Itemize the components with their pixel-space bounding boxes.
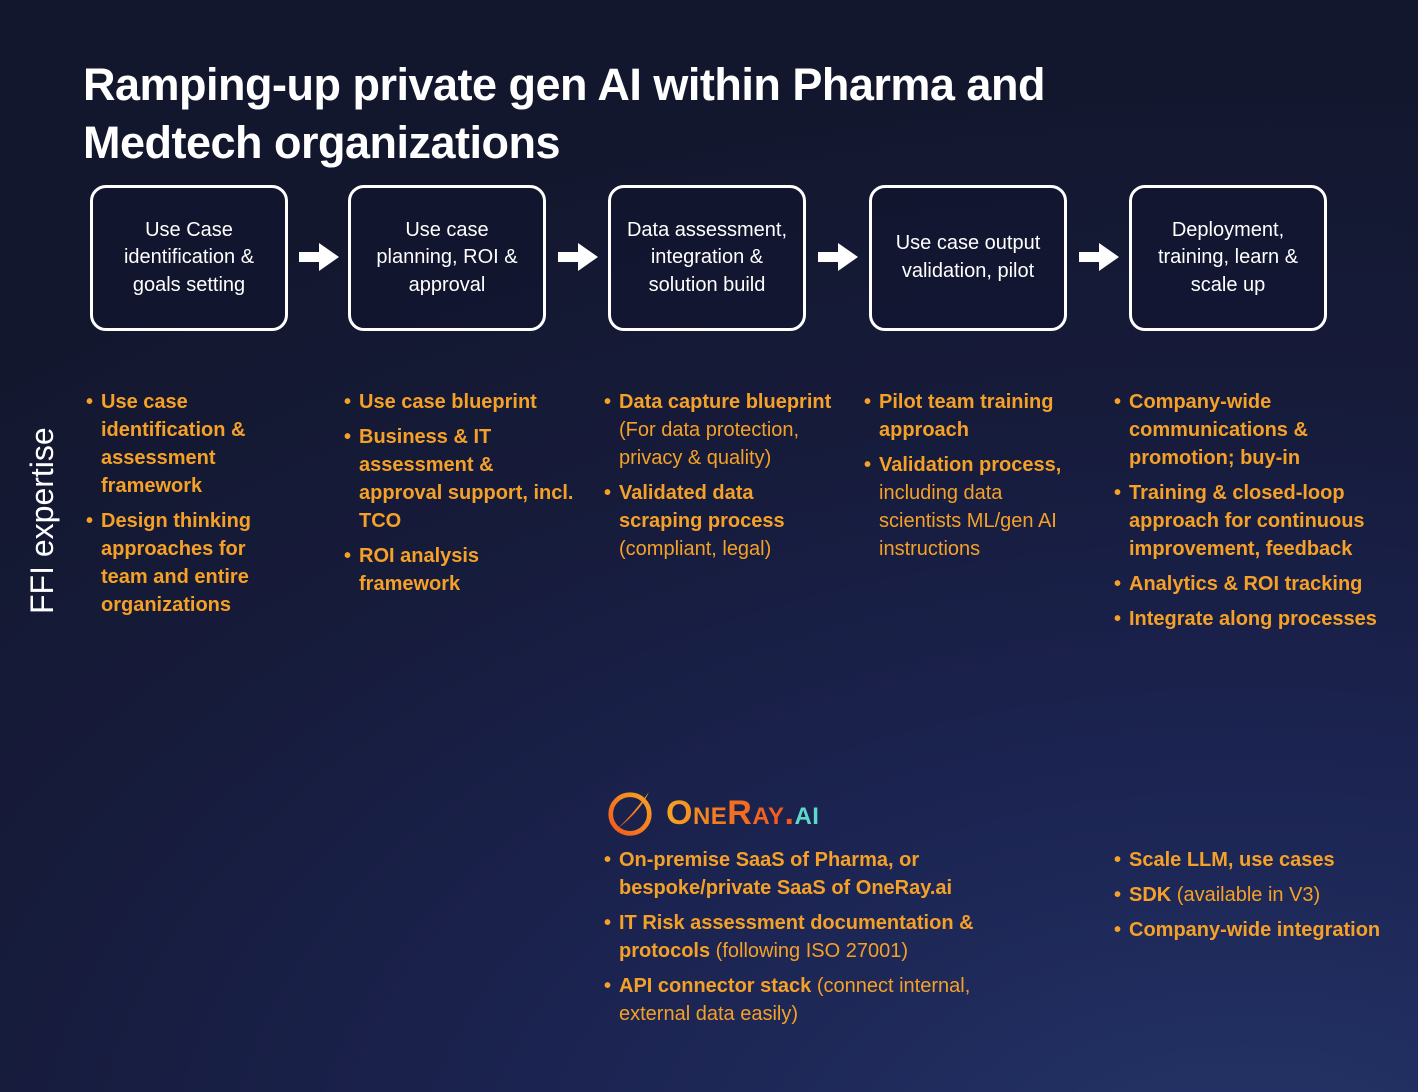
- process-step-label: Use Case identification & goals setting: [123, 218, 255, 296]
- arrow-right-icon: [818, 243, 858, 271]
- bullet-item: API connector stack (connect internal, e…: [604, 972, 976, 1028]
- process-step-label: Data assessment, integration & solution …: [626, 218, 788, 296]
- ffi-expertise-label: FFI expertise: [24, 427, 60, 614]
- arrow-right-icon: [299, 243, 339, 271]
- bullet-list-data-assessment: Data capture blueprint (For data protect…: [604, 388, 832, 570]
- process-step-box-4: Use case output validation, pilot: [869, 185, 1067, 331]
- bullet-item: Validated data scraping process (complia…: [604, 479, 832, 563]
- process-step-box-2: Use case planning, ROI & approval: [348, 185, 546, 331]
- bullet-text: Integrate along processes: [1129, 608, 1377, 630]
- bullet-item: Training & closed-loop approach for cont…: [1114, 479, 1390, 563]
- bullet-text: (compliant, legal): [619, 538, 772, 560]
- bullet-text: Design thinking approaches for team and …: [101, 510, 251, 616]
- bullet-text: Training & closed-loop approach for cont…: [1129, 482, 1365, 560]
- oneray-logo-main: OneRay: [666, 793, 785, 832]
- bullet-list-planning-roi: Use case blueprintBusiness & IT assessme…: [344, 388, 576, 605]
- bullet-text: Company-wide communications & promotion;…: [1129, 391, 1308, 469]
- bullet-item: Analytics & ROI tracking: [1114, 570, 1390, 598]
- process-step-box-1: Use Case identification & goals setting: [90, 185, 288, 331]
- bullet-text: SDK: [1129, 884, 1177, 906]
- bullet-list-deployment: Company-wide communications & promotion;…: [1114, 388, 1390, 640]
- bullet-item: Business & IT assessment & approval supp…: [344, 423, 576, 535]
- bullet-text: Use case blueprint: [359, 391, 537, 413]
- bullet-list-use-case-identification: Use case identification & assessment fra…: [86, 388, 292, 626]
- bullet-text: (following ISO 27001): [715, 940, 908, 962]
- bullet-item: IT Risk assessment documentation & proto…: [604, 909, 976, 965]
- bullet-item: Use case identification & assessment fra…: [86, 388, 292, 500]
- arrow-right-icon: [1079, 243, 1119, 271]
- process-step-box-5: Deployment, training, learn & scale up: [1129, 185, 1327, 331]
- bullet-text: Analytics & ROI tracking: [1129, 573, 1363, 595]
- oneray-logo-dot: .: [784, 793, 795, 832]
- process-step-label: Use case planning, ROI & approval: [376, 218, 518, 296]
- bullet-text: (connect internal, external data easily): [619, 975, 971, 1025]
- process-step-label: Deployment, training, learn & scale up: [1157, 218, 1299, 296]
- arrow-right-icon: [558, 243, 598, 271]
- bullet-item: On-premise SaaS of Pharma, or bespoke/pr…: [604, 846, 976, 902]
- bullet-item: Scale LLM, use cases: [1114, 846, 1390, 874]
- bullet-text: including data scientists ML/gen AI inst…: [879, 482, 1057, 560]
- bullet-list-scale: Scale LLM, use casesSDK (available in V3…: [1114, 846, 1390, 951]
- bullet-item: ROI analysis framework: [344, 542, 576, 598]
- bullet-list-oneray: On-premise SaaS of Pharma, or bespoke/pr…: [604, 846, 976, 1035]
- bullet-text: (For data protection, privacy & quality): [619, 419, 800, 469]
- bullet-item: Use case blueprint: [344, 388, 576, 416]
- oneray-logo-suffix: ai: [794, 793, 820, 832]
- bullet-text: Data capture blueprint: [619, 391, 832, 413]
- bullet-item: Design thinking approaches for team and …: [86, 507, 292, 619]
- oneray-logo: OneRay.ai: [606, 788, 819, 838]
- bullet-text: Scale LLM, use cases: [1129, 849, 1335, 871]
- bullet-item: Company-wide integration: [1114, 916, 1390, 944]
- oneray-logo-text: OneRay.ai: [666, 794, 819, 833]
- bullet-item: SDK (available in V3): [1114, 881, 1390, 909]
- bullet-list-validation-pilot: Pilot team training approachValidation p…: [864, 388, 1078, 570]
- bullet-text: Company-wide integration: [1129, 919, 1381, 941]
- bullet-text: ROI analysis framework: [359, 545, 480, 595]
- process-step-box-3: Data assessment, integration & solution …: [608, 185, 806, 331]
- bullet-item: Company-wide communications & promotion;…: [1114, 388, 1390, 472]
- bullet-text: Validation process,: [879, 454, 1062, 476]
- bullet-text: API connector stack: [619, 975, 817, 997]
- bullet-item: Validation process, including data scien…: [864, 451, 1078, 563]
- bullet-text: Validated data scraping process: [619, 482, 785, 532]
- bullet-text: (available in V3): [1176, 884, 1321, 906]
- bullet-text: IT Risk assessment documentation & proto…: [619, 912, 974, 962]
- bullet-item: Pilot team training approach: [864, 388, 1078, 444]
- bullet-text: Business & IT assessment & approval supp…: [359, 426, 574, 532]
- bullet-text: Pilot team training approach: [879, 391, 1054, 441]
- page-title: Ramping-up private gen AI within Pharma …: [83, 59, 1045, 168]
- bullet-item: Data capture blueprint (For data protect…: [604, 388, 832, 472]
- process-step-label: Use case output validation, pilot: [895, 232, 1041, 282]
- bullet-text: On-premise SaaS of Pharma, or bespoke/pr…: [619, 849, 953, 899]
- bullet-item: Integrate along processes: [1114, 605, 1390, 633]
- oneray-swoosh-icon: [608, 792, 652, 836]
- bullet-text: Use case identification & assessment fra…: [101, 391, 246, 497]
